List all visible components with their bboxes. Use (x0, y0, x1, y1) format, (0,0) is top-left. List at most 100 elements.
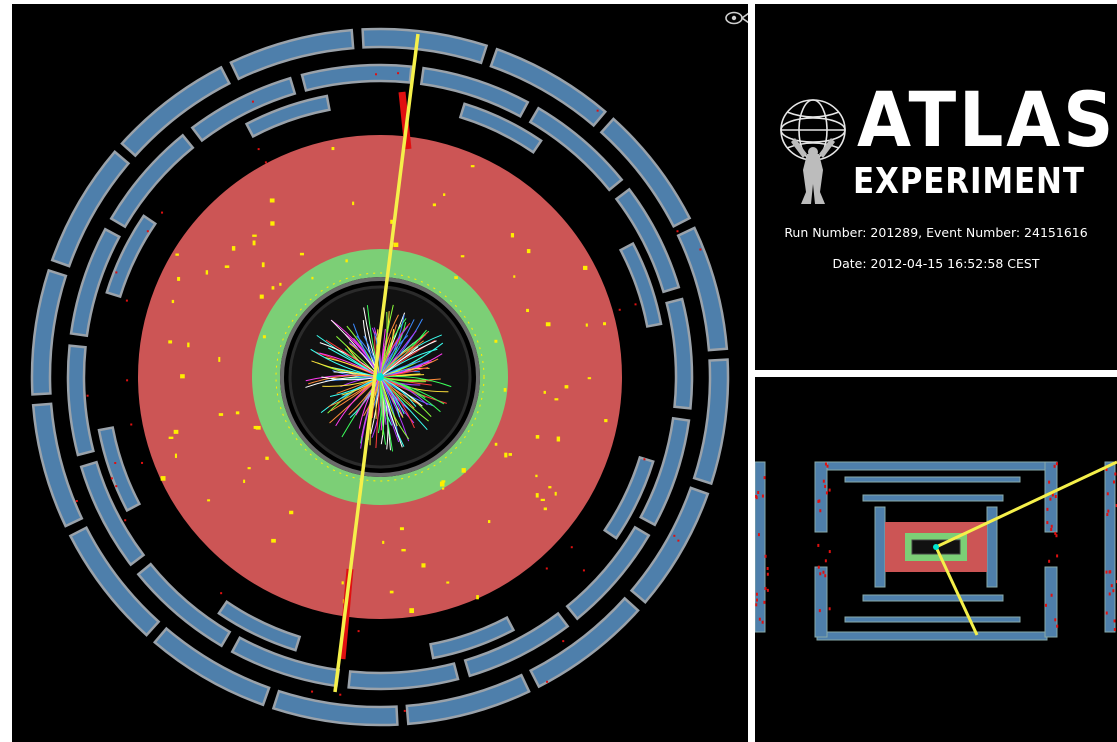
muon-chamber (152, 626, 271, 707)
muon-hit (161, 211, 164, 214)
energy-deposit (443, 193, 446, 196)
muon-chamber (614, 187, 681, 294)
muon-hit (824, 574, 827, 578)
muon-hit (251, 100, 254, 103)
muon-hit (824, 559, 827, 563)
muon-hit (677, 539, 680, 542)
muon-hit (766, 566, 769, 570)
energy-deposit (171, 299, 175, 304)
muon-hit (618, 308, 621, 311)
energy-deposit (556, 436, 561, 442)
transverse-view-panel[interactable] (12, 4, 748, 742)
energy-deposit (494, 442, 498, 446)
muon-chamber (79, 460, 146, 567)
energy-deposit (554, 491, 557, 496)
energy-deposit (543, 390, 546, 394)
muon-hit (1108, 592, 1111, 596)
muon-hit (1113, 628, 1116, 632)
energy-deposit (513, 275, 516, 278)
muon-hit (1054, 494, 1057, 498)
muon-chamber (1104, 461, 1116, 633)
energy-deposit (168, 340, 173, 344)
energy-deposit (352, 201, 355, 206)
energy-deposit (503, 388, 507, 392)
energy-deposit (504, 452, 508, 458)
energy-deposit (389, 590, 394, 594)
inner-track (379, 360, 430, 378)
muon-hit (1105, 570, 1108, 574)
muon-hit (114, 462, 117, 465)
muon-hit (220, 592, 223, 595)
energy-deposit (205, 270, 209, 275)
energy-deposit (311, 276, 314, 280)
muon-chamber (814, 461, 828, 533)
muon-hit (757, 490, 760, 494)
energy-deposit (535, 435, 540, 439)
muon-chamber (528, 596, 640, 689)
muon-hit (1105, 611, 1108, 615)
muon-hit (755, 603, 758, 607)
energy-deposit (441, 487, 445, 490)
muon-hit (1046, 521, 1049, 525)
muon-hit (1112, 589, 1115, 593)
energy-deposit (235, 411, 240, 415)
energy-deposit (207, 499, 211, 502)
energy-deposit (393, 242, 399, 248)
energy-deposit (271, 538, 276, 543)
muon-chamber (271, 689, 399, 727)
muon-hit (130, 423, 133, 426)
energy-deposit (421, 563, 426, 568)
energy-deposit (271, 286, 275, 290)
muon-hit (545, 567, 548, 570)
energy-deposit (168, 436, 174, 439)
muon-hit (75, 500, 78, 503)
muon-hit (1053, 464, 1056, 468)
muon-chamber (618, 241, 663, 328)
energy-deposit (510, 233, 515, 238)
energy-deposit (487, 520, 491, 524)
transverse-event-display (30, 27, 730, 727)
energy-deposit (583, 265, 588, 270)
inner-track (379, 376, 387, 445)
energy-deposit (180, 374, 185, 379)
muon-chamber (599, 117, 692, 229)
energy-deposit (279, 282, 282, 286)
energy-deposit (535, 474, 538, 478)
event-date: Date: 2012-04-15 16:52:58 CEST (832, 256, 1040, 271)
eye-view-icon[interactable] (725, 10, 748, 26)
muon-chamber (874, 506, 886, 588)
muon-chamber (692, 358, 730, 486)
energy-deposit (508, 453, 512, 456)
muon-hit (757, 533, 760, 537)
muon-hit (819, 509, 822, 513)
muon-chamber (862, 594, 1004, 602)
muon-hit (1048, 480, 1051, 484)
inner-track (379, 314, 405, 378)
energy-deposit (401, 548, 406, 552)
muon-chamber (844, 476, 1021, 483)
muon-chamber (244, 94, 331, 139)
muon-chamber (230, 635, 341, 688)
energy-deposit (543, 507, 547, 511)
muon-hit (1051, 493, 1054, 497)
muon-hit (761, 620, 764, 624)
muon-hit (755, 592, 758, 596)
muon-chamber (300, 63, 413, 92)
muon-hit (1048, 559, 1051, 563)
muon-hit (764, 554, 767, 558)
energy-deposit (265, 456, 269, 460)
muon-hit (826, 464, 829, 468)
muon-chamber (120, 65, 232, 158)
energy-deposit (409, 608, 414, 614)
muon-chamber (816, 631, 1048, 641)
inner-track (379, 311, 388, 378)
muon-hit (403, 709, 406, 712)
muon-chamber (347, 662, 460, 691)
muon-hit (763, 476, 766, 480)
longitudinal-view-panel[interactable] (755, 377, 1117, 742)
muon-hit (1055, 462, 1058, 466)
muon-hit (818, 609, 821, 613)
muon-track (333, 33, 420, 693)
muon-hit (1049, 497, 1052, 501)
energy-deposit (261, 262, 265, 268)
